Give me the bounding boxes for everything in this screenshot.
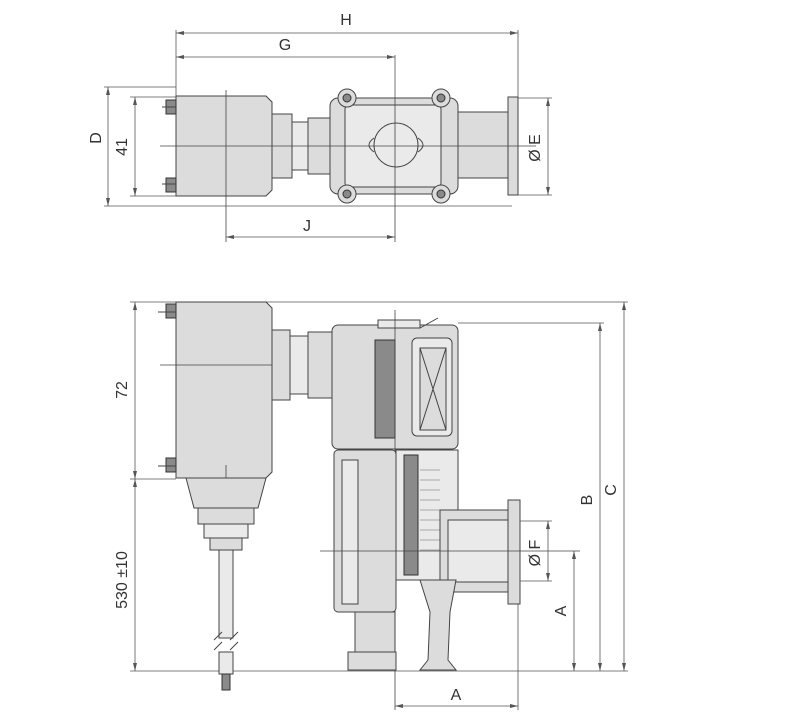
dimension-72: 72: [114, 302, 137, 479]
coil-housing-side: [331, 310, 459, 710]
dimension-H: H: [175, 12, 519, 100]
dimension-G: G: [176, 37, 396, 100]
dimension-label-A-vertical: A: [553, 605, 570, 616]
dimension-label-G: G: [279, 37, 291, 54]
dimension-label-C: C: [603, 484, 620, 496]
dimension-A-horizontal: A: [395, 604, 519, 710]
dimension-E: Ø E: [518, 97, 552, 196]
dimension-C: C: [603, 302, 626, 671]
top-view: H G D 41: [88, 12, 552, 242]
side-gland: [271, 329, 333, 401]
dimension-F: Ø F: [520, 520, 552, 582]
dimension-530: 530 ±10: [114, 479, 137, 671]
dimension-label-J: J: [303, 218, 311, 235]
side-view: 72 530 ±10: [114, 301, 628, 710]
dimension-D: D: [88, 86, 512, 207]
dimension-B: B: [458, 322, 604, 671]
dimension-label-A-horizontal: A: [451, 687, 462, 704]
dimension-J: J: [226, 218, 395, 239]
dimension-41: 41: [114, 96, 176, 197]
dimension-label-E: Ø E: [527, 134, 544, 162]
dimension-label-B: B: [579, 495, 596, 506]
cable-gland-side: [185, 477, 267, 691]
dimension-label-D: D: [88, 132, 105, 144]
dimension-A-vertical: A: [553, 551, 576, 671]
connector-box-side: [158, 301, 305, 520]
valve-body-section: [320, 449, 580, 671]
dimension-label-H: H: [340, 12, 352, 29]
dimension-label-41: 41: [114, 138, 131, 156]
dimension-label-530: 530 ±10: [114, 551, 131, 609]
dimension-label-72: 72: [114, 381, 131, 399]
dimension-label-F: Ø F: [527, 539, 544, 566]
valve-body-left: [333, 449, 397, 671]
